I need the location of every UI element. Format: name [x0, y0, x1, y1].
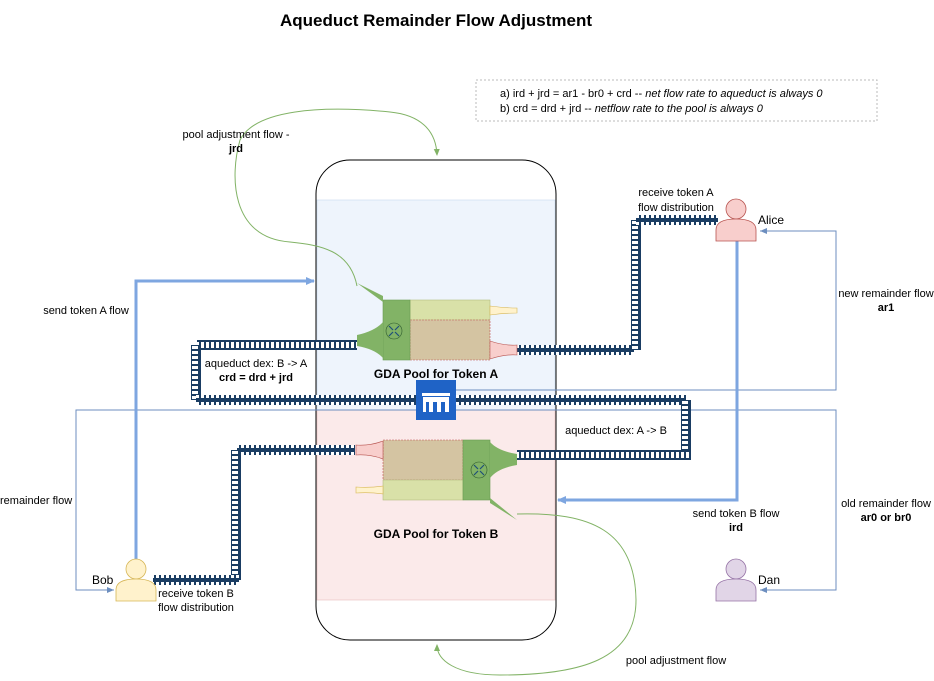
dan-avatar: [715, 558, 757, 602]
send-token-a-label: send token A flow: [43, 305, 129, 317]
alice-avatar: [715, 198, 757, 242]
note-a: a) ird + jrd = ar1 - br0 + crd -- net fl…: [500, 88, 823, 100]
receive-token-a-label-1: receive token A: [638, 187, 714, 199]
pool-adjust-top-curve: [234, 108, 440, 287]
bob-avatar: [115, 558, 157, 602]
pool-a-label: GDA Pool for Token A: [374, 367, 499, 381]
old-remainder-line: [440, 409, 837, 593]
pool-adjust-bottom-label: pool adjustment flow: [626, 655, 726, 667]
diagram-title: Aqueduct Remainder Flow Adjustment: [280, 11, 592, 30]
send-token-b-arrow: [557, 240, 739, 504]
pool-b-region: [316, 409, 556, 601]
pool-adjust-top-var: jrd: [228, 143, 243, 155]
note-b: b) crd = drd + jrd -- netflow rate to th…: [500, 103, 764, 115]
send-token-b-label: send token B flow: [693, 508, 780, 520]
old-remainder-label: old remainder flow: [841, 498, 931, 510]
new-remainder-var: ar1: [878, 302, 895, 314]
alice-name: Alice: [758, 213, 784, 227]
pool-b-machine: [355, 439, 517, 520]
dex-b-to-a-formula: crd = drd + jrd: [219, 372, 293, 384]
send-token-b-var: ird: [729, 522, 743, 534]
receive-token-b-label-1: receive token B: [158, 588, 234, 600]
pool-adjust-bottom-curve: [434, 513, 637, 676]
bob-name: Bob: [92, 573, 114, 587]
dex-a-to-b-label: aqueduct dex: A -> B: [565, 425, 667, 437]
remainder-flow-line: [75, 409, 420, 593]
pool-b-label: GDA Pool for Token B: [374, 527, 499, 541]
receive-token-a-label-2: flow distribution: [638, 202, 714, 214]
dan-name: Dan: [758, 573, 780, 587]
remainder-flow-label: remainder flow: [0, 495, 72, 507]
pool-adjust-top-label: pool adjustment flow -: [183, 129, 290, 141]
new-remainder-label: new remainder flow: [838, 288, 933, 300]
old-remainder-var: ar0 or br0: [861, 512, 912, 524]
aqueduct-logo: [416, 380, 456, 420]
pool-a-machine: [357, 283, 518, 361]
send-token-a-arrow: [134, 277, 315, 562]
notes-box: [475, 79, 878, 122]
dex-b-to-a-label: aqueduct dex: B -> A: [205, 358, 308, 370]
receive-token-b-label-2: flow distribution: [158, 602, 234, 614]
new-remainder-line: [440, 228, 837, 391]
